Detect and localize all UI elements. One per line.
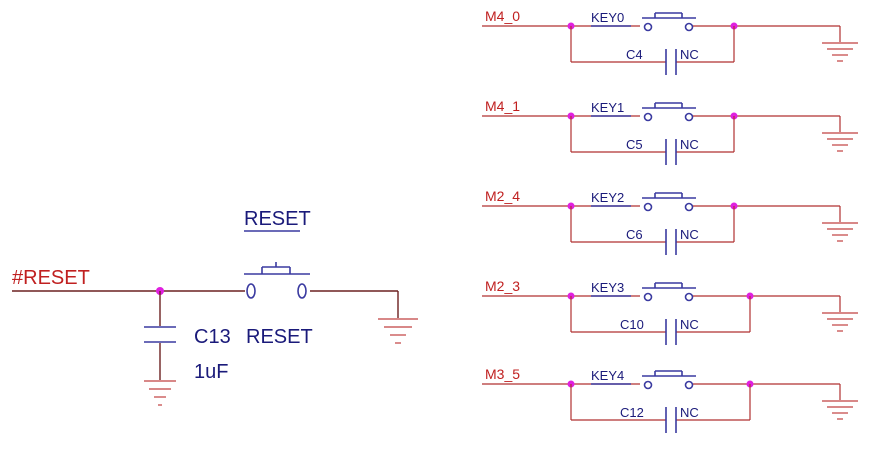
cap-value: NC bbox=[680, 137, 699, 152]
ground-symbol bbox=[822, 132, 858, 152]
key-capacitor-symbol bbox=[665, 407, 677, 433]
key-designator: KEY2 bbox=[591, 190, 624, 205]
key-pushbutton-symbol bbox=[642, 282, 696, 302]
cap-designator: C5 bbox=[626, 137, 643, 152]
reset-net-label: #RESET bbox=[12, 267, 90, 289]
key-pushbutton-symbol bbox=[642, 102, 696, 122]
key-designator: KEY1 bbox=[591, 100, 624, 115]
reset-pushbutton-symbol bbox=[244, 262, 310, 299]
key-row-net-label: M2_4 bbox=[485, 188, 520, 204]
ground-symbol-c13 bbox=[144, 380, 176, 406]
reset-circuit: #RESET C13 1uF RESET bbox=[12, 208, 418, 406]
ground-symbol bbox=[822, 400, 858, 420]
cap-value: NC bbox=[680, 47, 699, 62]
cap-value: NC bbox=[680, 317, 699, 332]
key-pushbutton-symbol bbox=[642, 192, 696, 212]
key-designator: KEY0 bbox=[591, 10, 624, 25]
capacitor-c13 bbox=[144, 291, 176, 380]
key-pushbutton-symbol bbox=[642, 370, 696, 390]
cap-value: NC bbox=[680, 227, 699, 242]
key-capacitor-symbol bbox=[665, 229, 677, 255]
reset-switch-title: RESET bbox=[244, 208, 311, 230]
ground-symbol-reset bbox=[378, 318, 418, 344]
cap-designator: C10 bbox=[620, 317, 644, 332]
key-row-net-label: M3_5 bbox=[485, 366, 520, 382]
key-capacitor-symbol bbox=[665, 139, 677, 165]
key-row-net-label: M4_1 bbox=[485, 98, 520, 114]
cap-designator: C12 bbox=[620, 405, 644, 420]
key-row-net-label: M4_0 bbox=[485, 8, 520, 24]
key-capacitor-symbol bbox=[665, 49, 677, 75]
cap-designator: C4 bbox=[626, 47, 643, 62]
ground-symbol bbox=[822, 312, 858, 332]
key-pushbutton-symbol bbox=[642, 12, 696, 32]
reset-switch-value: RESET bbox=[246, 326, 313, 348]
cap-designator: C6 bbox=[626, 227, 643, 242]
key-row-net-label: M2_3 bbox=[485, 278, 520, 294]
key-capacitor-symbol bbox=[665, 319, 677, 345]
c13-value: 1uF bbox=[194, 361, 228, 383]
c13-designator: C13 bbox=[194, 326, 231, 348]
ground-symbol bbox=[822, 222, 858, 242]
ground-symbol bbox=[822, 42, 858, 62]
key-designator: KEY3 bbox=[591, 280, 624, 295]
key-designator: KEY4 bbox=[591, 368, 624, 383]
cap-value: NC bbox=[680, 405, 699, 420]
